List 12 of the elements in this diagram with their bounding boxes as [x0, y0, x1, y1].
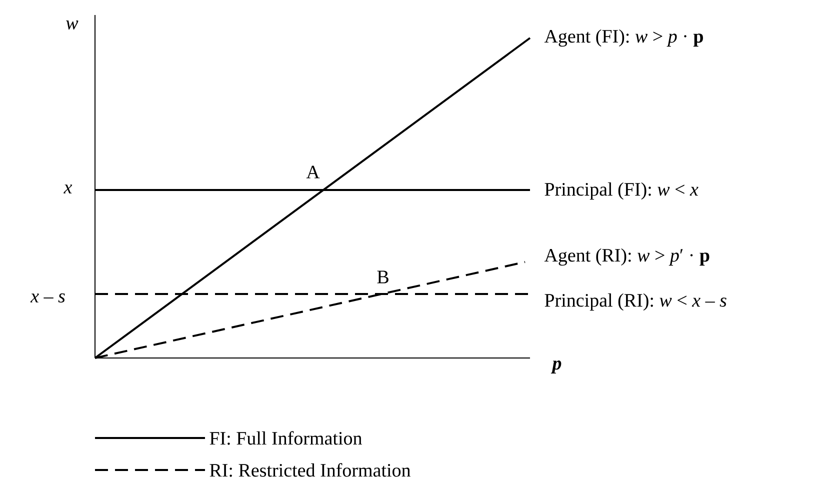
legend-label: FI: Full Information: [210, 431, 362, 445]
axis-label: p: [550, 360, 562, 374]
line-label: Principal (RI): w < x – s: [544, 293, 726, 311]
axis-label: x: [64, 184, 72, 194]
point-label: A: [306, 166, 320, 178]
line-label: Principal (FI): w < x: [544, 182, 698, 200]
axis-label: w: [66, 20, 78, 30]
line-label: Agent (RI): w > p′ · p: [544, 248, 710, 266]
legend-label: RI: Restricted Information: [210, 463, 410, 477]
point-label: B: [377, 270, 388, 284]
axis-label: x – s: [30, 293, 65, 303]
line-label: Agent (FI): w > p · p: [544, 29, 703, 47]
